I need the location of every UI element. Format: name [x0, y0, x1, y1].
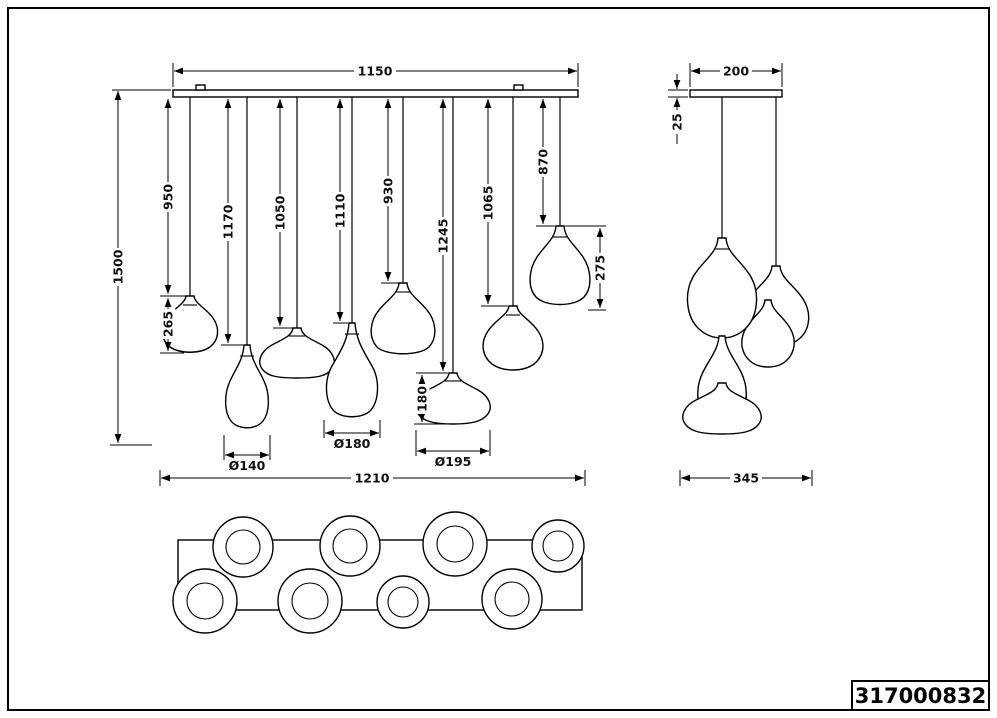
dim-label-bg [351, 470, 393, 486]
dim-label-bg [480, 184, 496, 222]
dim-label: 1245 [436, 219, 451, 254]
dim-rail-width: 1150 [172, 63, 579, 87]
dim-side-overall-width: 345 [679, 470, 813, 486]
plan-shade-opening [542, 530, 574, 562]
dim-label: 1065 [481, 186, 496, 221]
dim-label: 180 [415, 386, 430, 412]
dim-label-bg [110, 248, 126, 286]
dim-diameter-140: Ø140 [223, 435, 271, 473]
plan-shade-outline [376, 575, 430, 629]
dim-label-bg [332, 192, 348, 230]
dim-label: 200 [723, 64, 749, 79]
dim-label: 275 [593, 255, 608, 281]
dim-drop-lengths: 950 265 1170 1050 [160, 99, 555, 374]
dim-diameter-180: Ø180 [323, 420, 381, 451]
dim-diameter-195: Ø195 [415, 430, 491, 469]
top-view [172, 511, 585, 634]
dim-label-bg [160, 309, 176, 339]
dim-canopy-width: 200 [689, 63, 783, 87]
plan-shade-opening [332, 528, 368, 564]
front-view: 1150 1500 950 265 [110, 63, 608, 486]
dim-label: 1110 [333, 193, 348, 228]
plan-shade-outline [531, 519, 585, 573]
plan-shade-opening [436, 525, 474, 563]
dim-shade-height-small: 180 [414, 372, 448, 425]
dim-shade-height-right: 275 [565, 225, 608, 311]
ceiling-rail [172, 89, 579, 98]
dim-label: 265 [161, 311, 176, 337]
dim-label-bg [592, 253, 608, 283]
shade-flat-wide [682, 382, 762, 435]
dim-label: 25 [670, 113, 685, 130]
dim-label-bg [720, 63, 752, 79]
plan-shade-opening [186, 582, 224, 620]
dim-label: Ø140 [229, 458, 266, 473]
shade-round-teardrop [482, 305, 544, 371]
plan-shade-outline [319, 515, 381, 577]
plan-shade-opening [494, 581, 530, 617]
plan-shade-opening [387, 586, 419, 618]
dim-canopy-thickness: 25 [668, 74, 688, 144]
dim-label-bg [354, 63, 396, 79]
pendant-cords [189, 97, 561, 373]
shade-pear [529, 225, 591, 306]
dim-label: 930 [381, 178, 396, 204]
dim-label-bg [160, 182, 176, 212]
part-number-box: 317000832 [851, 680, 990, 711]
dim-label: 950 [161, 184, 176, 210]
dim-label: Ø180 [334, 436, 371, 451]
dim-label: 870 [536, 149, 551, 175]
shade-teardrop [325, 322, 379, 418]
dim-label: 1050 [273, 195, 288, 230]
dim-label: 1210 [355, 471, 390, 486]
dim-label-bg [435, 217, 451, 255]
shade-pear [370, 282, 436, 355]
part-number: 317000832 [855, 684, 987, 708]
plan-shades [172, 511, 585, 634]
shade-flat-wide [259, 327, 335, 379]
dim-label-bg [730, 470, 762, 486]
plan-shade-outline [481, 568, 543, 630]
side-shades [682, 237, 810, 435]
dim-label: 1150 [358, 64, 393, 79]
plan-shade-outline [422, 511, 488, 577]
shade-tall-teardrop [224, 344, 270, 429]
plan-shade-outline [277, 568, 343, 634]
dim-label-bg [669, 110, 685, 134]
part-number-frame [851, 680, 990, 711]
rail-bracket [513, 84, 524, 91]
dim-label: 1500 [111, 249, 126, 284]
plan-shade-opening [291, 582, 329, 620]
plan-shade-outline [172, 568, 238, 634]
pendant-shades [161, 225, 591, 429]
plan-shade-opening [225, 529, 261, 565]
dim-label: 1170 [221, 204, 236, 239]
dim-label-bg [272, 194, 288, 232]
dim-label-bg [220, 203, 236, 241]
plan-shade-outline [212, 516, 274, 578]
dim-label: Ø195 [435, 454, 472, 469]
dim-overall-height: 1500 [110, 89, 171, 446]
rail-bracket [195, 84, 206, 91]
canopy [689, 89, 783, 98]
dim-label-bg [414, 384, 430, 414]
dim-label-bg [380, 176, 396, 206]
dim-label-bg [535, 147, 551, 177]
dim-label: 345 [733, 471, 759, 486]
side-view: 200 25 345 [668, 63, 813, 486]
dim-overall-width: 1210 [159, 470, 586, 486]
